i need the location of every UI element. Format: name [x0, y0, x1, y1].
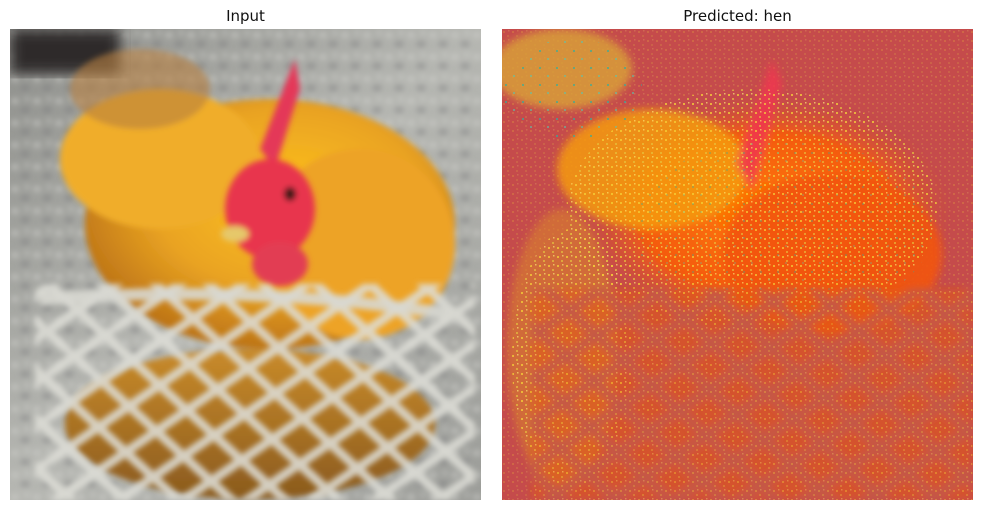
heatmap-image	[502, 29, 973, 500]
prediction-panel-title: Predicted: hen	[683, 7, 792, 25]
prediction-panel: Predicted: hen	[502, 0, 973, 510]
input-image	[10, 29, 481, 500]
input-panel-title: Input	[226, 7, 265, 25]
input-panel: Input	[10, 0, 481, 510]
